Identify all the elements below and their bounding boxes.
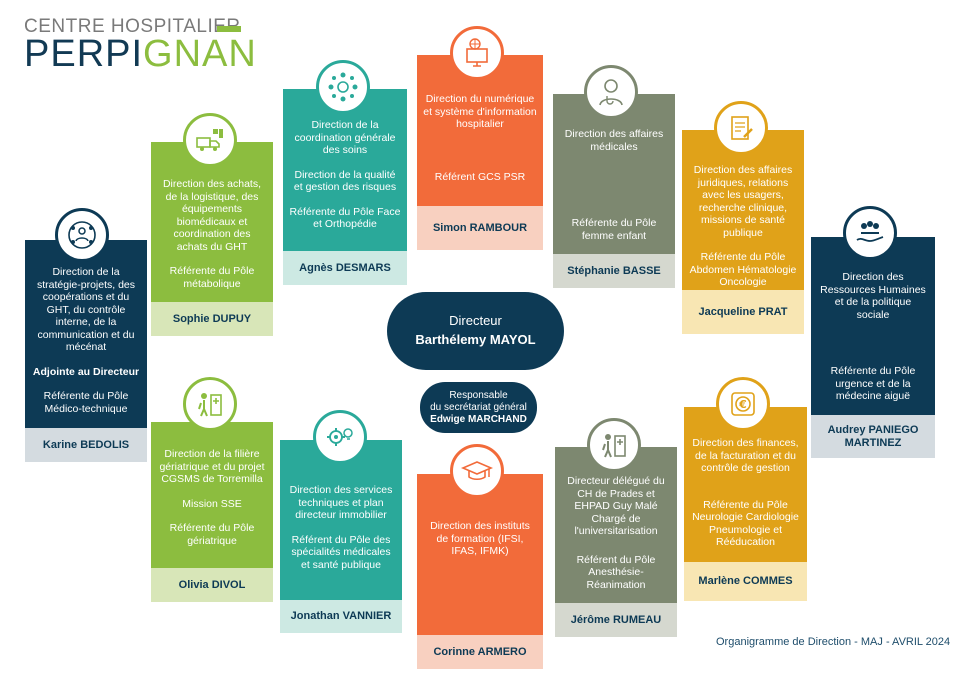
card-referent-text: Référente du Pôle métabolique: [169, 265, 255, 290]
logo-accent-bar: [217, 26, 241, 32]
card-person-name: Stéphanie BASSE: [553, 254, 675, 288]
care-coordination-icon: [316, 60, 370, 114]
director-label: Directeur: [449, 313, 502, 328]
card-referent-text: Référente du Pôle urgence et de la médec…: [830, 365, 916, 402]
card-person-name: Sophie DUPUY: [151, 302, 273, 336]
card-ressources-humaines: Direction des Ressources Humaines et de …: [811, 237, 935, 458]
director-box: Directeur Barthélemy MAYOL: [387, 292, 564, 370]
card-referent-text: Référente du Pôle Neurologie Cardiologie…: [692, 498, 799, 549]
card-achats: Direction des achats, de la logistique, …: [151, 142, 273, 336]
city-name: PERPIGNAN: [24, 33, 257, 75]
card-affaires-juridiques: Direction des affaires juridiques, relat…: [682, 130, 804, 334]
hand-people-icon: [843, 206, 897, 260]
card-person-name: Agnès DESMARS: [283, 251, 407, 285]
footer-caption: Organigramme de Direction - MAJ - AVRIL …: [716, 636, 951, 648]
director-name: Barthélemy MAYOL: [415, 332, 536, 347]
card-direction-text: Directeur délégué du CH de Prades et EHP…: [567, 475, 665, 537]
euro-coin-icon: €: [716, 377, 770, 431]
hospital-label: CENTRE HOSPITALIER: [24, 16, 241, 37]
card-direction-text: Direction des achats, de la logistique, …: [162, 178, 262, 253]
gear-bulb-icon: [313, 410, 367, 464]
card-ch-prades: Directeur délégué du CH de Prades et EHP…: [555, 447, 677, 637]
card-direction-text: Direction de la coordination générale de…: [294, 119, 396, 156]
card-person-name: Audrey PANIEGO MARTINEZ: [811, 415, 935, 458]
card-person-name: Jacqueline PRAT: [682, 290, 804, 334]
card-referent-text: Référente du Pôle Abdomen Hématologie On…: [689, 251, 797, 288]
secretary-box: Responsable du secrétariat général Edwig…: [420, 382, 537, 433]
card-filiere-geriatrique: Direction de la filière gériatrique et d…: [151, 422, 273, 602]
card-referent-text: Référent GCS PSR: [434, 170, 526, 183]
card-direction-text: Direction des affaires médicales: [564, 128, 664, 153]
card-extra-role: Adjointe au Directeur: [32, 365, 140, 378]
secretary-role-line2: du secrétariat général: [430, 401, 527, 413]
card-strategie: Direction de la stratégie-projets, des c…: [25, 240, 147, 462]
doctor-icon: [584, 65, 638, 119]
card-affaires-medicales: Direction des affaires médicales Référen…: [553, 94, 675, 288]
legal-document-icon: [714, 101, 768, 155]
card-direction-text: Direction des affaires juridiques, relat…: [693, 164, 793, 239]
logistics-truck-icon: [183, 113, 237, 167]
card-direction-text: Direction des services techniques et pla…: [289, 484, 393, 521]
card-person-name: Olivia DIVOL: [151, 568, 273, 602]
card-referent-text: Référente du Pôle gériatrique: [169, 522, 255, 547]
card-numerique: Direction du numérique et système d'info…: [417, 55, 543, 250]
card-direction-text: Direction du numérique et système d'info…: [423, 93, 537, 130]
card-direction-text: Direction des finances, de la facturatio…: [692, 437, 799, 474]
card-coordination-soins: Direction de la coordination générale de…: [283, 89, 407, 285]
card-finances: Direction des finances, de la facturatio…: [684, 407, 807, 601]
card-person-name: Jérôme RUMEAU: [555, 603, 677, 637]
card-direction-text: Direction des Ressources Humaines et de …: [820, 271, 926, 321]
card-referent-text: Référente du Pôle femme enfant: [571, 217, 657, 242]
card-person-name: Corinne ARMERO: [417, 635, 543, 669]
card-direction-text-2: Mission SSE: [182, 497, 242, 510]
card-referent-text: Référente du Pôle Face et Orthopédie: [289, 205, 401, 231]
secretary-name: Edwige MARCHAND: [430, 413, 527, 425]
elderly-hospital-icon: [587, 418, 641, 472]
card-person-name: Karine BEDOLIS: [25, 428, 147, 462]
graduation-cap-icon: [450, 444, 504, 498]
card-services-techniques: Direction des services techniques et pla…: [280, 440, 402, 633]
card-direction-text: Direction de la stratégie-projets, des c…: [36, 266, 136, 353]
card-person-name: Marlène COMMES: [684, 562, 807, 601]
secretary-role-line1: Responsable: [449, 389, 508, 401]
digital-computer-icon: [450, 26, 504, 80]
network-people-icon: [55, 208, 109, 262]
card-direction-text: Direction de la filière gériatrique et d…: [159, 448, 265, 485]
card-referent-text: Référent du Pôle des spécialités médical…: [291, 533, 391, 571]
elderly-hospital-icon: [183, 377, 237, 431]
card-direction-text: Direction des instituts de formation (IF…: [430, 520, 530, 557]
card-instituts-formation: Direction des instituts de formation (IF…: [417, 474, 543, 669]
card-referent-text: Référente du Pôle Médico-technique: [43, 390, 129, 415]
card-referent-text: Référent du Pôle Anesthésie-Réanimation: [576, 553, 656, 591]
card-person-name: Simon RAMBOUR: [417, 206, 543, 250]
card-person-name: Jonathan VANNIER: [280, 600, 402, 633]
card-direction-text-2: Direction de la qualité et gestion des r…: [293, 168, 397, 194]
svg-text:€: €: [738, 398, 747, 411]
